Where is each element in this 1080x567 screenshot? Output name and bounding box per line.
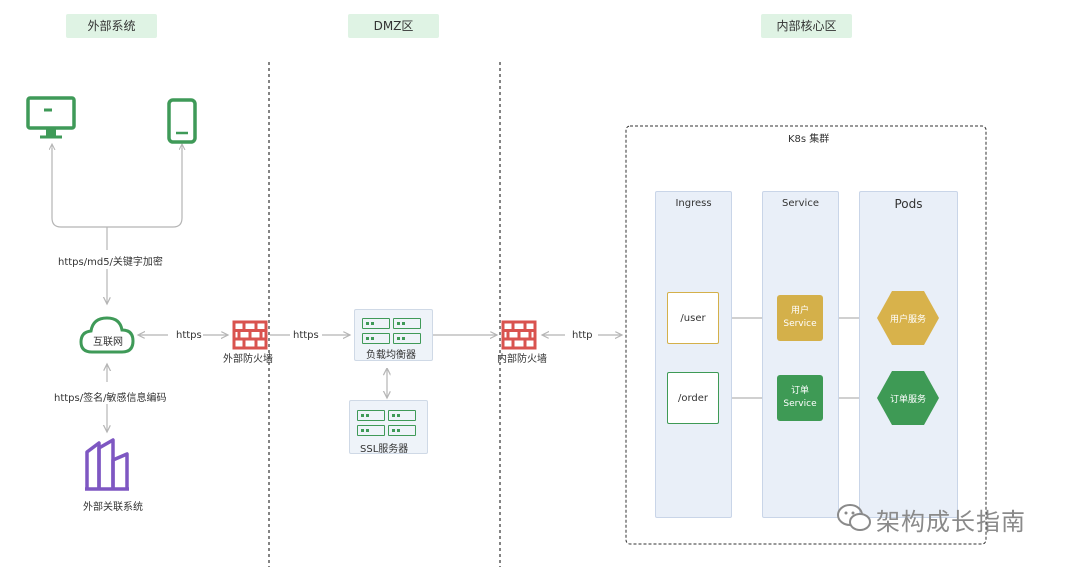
order-service-node: 订单 Service [777,375,823,421]
order-pod-label: 订单服务 [889,394,926,405]
https-label-1: https [176,330,202,341]
https-label-2: https [293,330,319,341]
client-bracket [51,148,183,228]
inner-firewall-icon [501,320,537,350]
ingress-column: Ingress [655,191,732,518]
internet-cloud-icon [79,316,135,354]
service-column: Service [762,191,839,518]
zone-title-external: 外部系统 [66,14,157,38]
inner-firewall-label: 内部防火墙 [497,354,547,365]
desktop-monitor-icon [26,96,76,139]
server-rack-icon [357,425,385,436]
server-rack-icon [393,333,421,344]
zone-title-internal: 内部核心区 [761,14,852,38]
wechat-logo-icon [837,504,871,531]
user-service-line1: 用户 [790,306,809,316]
ingress-title: Ingress [675,198,712,209]
internet-label: 互联网 [93,337,123,348]
user-service-node: 用户 Service [777,295,823,341]
pods-title: Pods [894,197,923,211]
service-title: Service [782,198,819,209]
k8s-cluster-title: K8s 集群 [788,134,830,145]
mobile-phone-icon [167,98,197,144]
zone-title-dmz: DMZ区 [348,14,439,38]
partner-link-label: https/签名/敏感信息编码 [54,393,167,404]
server-rack-icon [388,425,416,436]
hexagon-icon [877,291,939,345]
route-order: /order [667,372,719,424]
load-balancer-label: 负载均衡器 [366,350,416,361]
user-service-line2: Service [783,319,817,329]
partner-system-label: 外部关联系统 [83,502,143,513]
ssl-server-node: SSL服务器 [349,400,428,455]
server-rack-icon [362,318,390,329]
firewall-icon [232,320,268,350]
hexagon-icon [877,371,939,425]
client-link-label: https/md5/关键字加密 [58,257,163,268]
http-label: http [572,330,593,341]
k8s-cluster-box [625,125,987,545]
watermark-text: 架构成长指南 [876,508,1026,536]
order-service-line2: Service [783,399,817,409]
route-user: /user [667,292,719,344]
building-icon [85,438,129,491]
user-pod-node: 用户服务 [876,290,940,346]
external-firewall-label: 外部防火墙 [223,354,273,365]
load-balancer-node: 负载均衡器 [354,309,433,361]
ssl-server-label: SSL服务器 [360,444,409,455]
server-rack-icon [362,333,390,344]
user-pod-label: 用户服务 [889,314,926,325]
order-service-line1: 订单 [790,386,809,396]
order-pod-node: 订单服务 [876,370,940,426]
server-rack-icon [357,410,385,421]
pods-column: Pods [859,191,958,518]
server-rack-icon [388,410,416,421]
server-rack-icon [393,318,421,329]
